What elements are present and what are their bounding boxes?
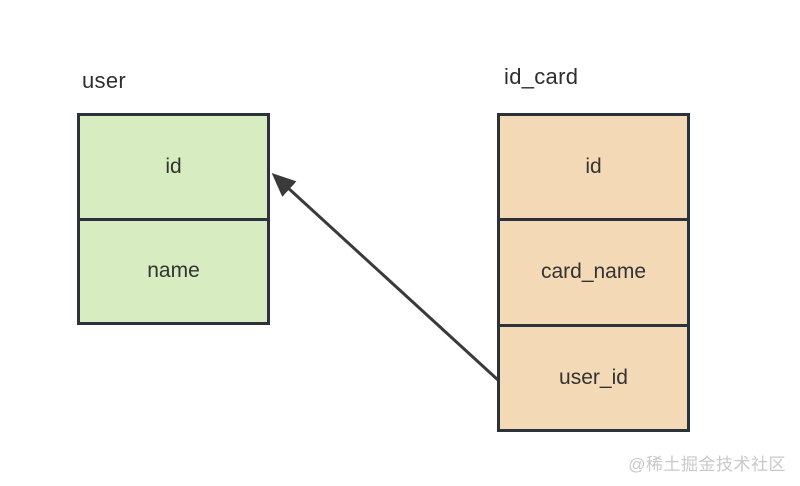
field-idcard-user-id: user_id	[500, 323, 687, 429]
field-user-name: name	[80, 217, 267, 323]
table-id-card: id card_name user_id	[497, 113, 690, 432]
field-user-id: id	[165, 154, 182, 178]
field-idcard-card-name: card_name	[500, 218, 687, 323]
field-idcard-id: id	[585, 155, 602, 179]
table-user: id name	[77, 113, 270, 325]
table-title-user: user	[82, 68, 126, 93]
table-title-id-card: id_card	[504, 64, 579, 89]
watermark: @稀土掘金技术社区	[628, 455, 786, 474]
